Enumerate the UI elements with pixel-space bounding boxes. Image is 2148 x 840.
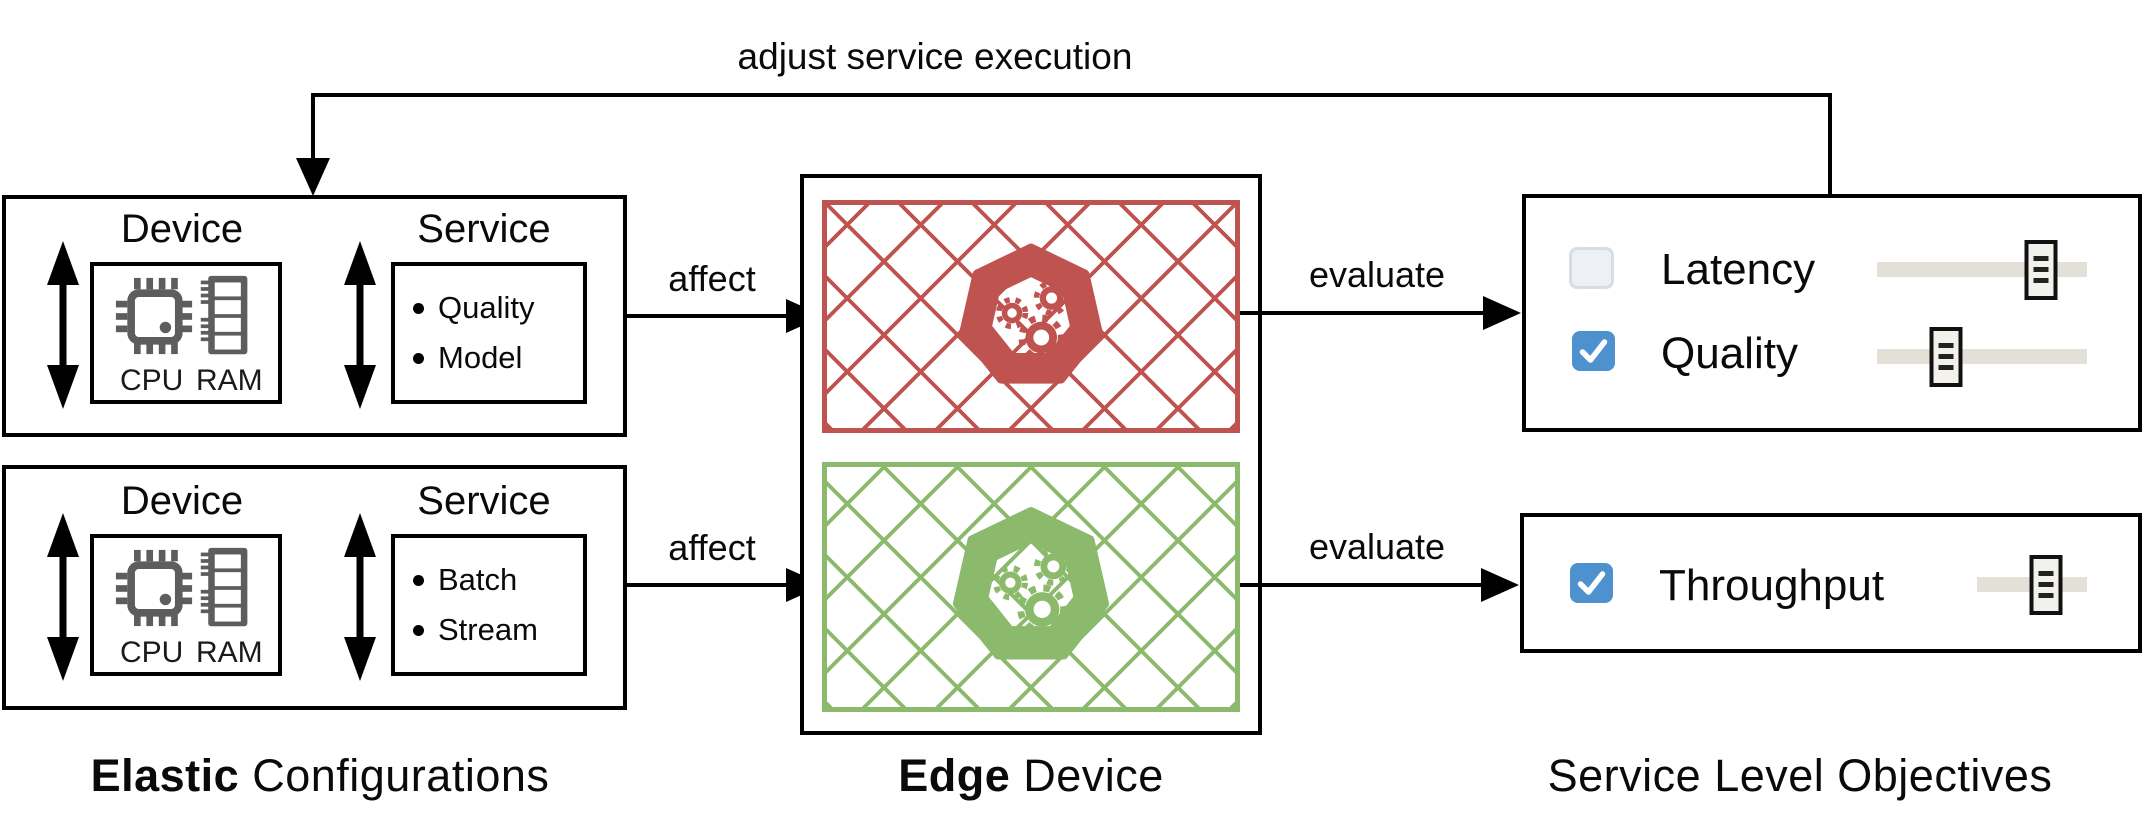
service-options-box: Quality Model: [391, 262, 587, 404]
checkmark-icon: [1572, 331, 1615, 371]
latency-checkbox[interactable]: [1569, 247, 1614, 289]
checkmark-icon: [1570, 563, 1613, 603]
service-heptagon-gears-icon: [945, 501, 1117, 673]
evaluate-label-2: evaluate: [1308, 526, 1446, 567]
service-option-label: Quality: [438, 290, 535, 325]
cpu-icon: [114, 548, 194, 628]
elastic-box-1: Device CPU RAM Service Quality Model: [2, 195, 627, 437]
ram-icon: [200, 275, 250, 357]
ram-label: RAM: [196, 364, 263, 397]
slo-caption: Service Level Objectives: [1547, 750, 2053, 801]
elastic-box-2: Device CPU RAM Service Batch Stream: [2, 465, 627, 710]
slo-box-2: Throughput: [1520, 513, 2142, 653]
cpu-label: CPU: [120, 636, 184, 669]
scale-updown-arrow-icon: [42, 511, 84, 683]
feedback-line-right: [1828, 93, 1832, 194]
evaluate-label-1: evaluate: [1308, 254, 1446, 295]
slo-box-1: Latency Quality: [1522, 194, 2142, 432]
service-option-label: Stream: [438, 612, 538, 647]
feedback-arrowhead-icon: [296, 158, 330, 196]
feedback-line-left: [311, 93, 315, 163]
service-option-label: Model: [438, 340, 523, 375]
scale-updown-arrow-icon: [339, 239, 381, 411]
service-option: Batch: [413, 562, 583, 598]
hardware-box: CPU RAM: [90, 262, 282, 404]
service-option: Model: [413, 340, 583, 376]
feedback-line-horizontal: [311, 93, 1832, 97]
throughput-checkbox[interactable]: [1570, 563, 1613, 603]
service-heptagon-gears-icon: [952, 238, 1110, 396]
evaluate-arrow-2: [1240, 583, 1486, 587]
ram-icon: [200, 547, 250, 629]
service-pod-red: [822, 200, 1240, 433]
hardware-box: CPU RAM: [90, 534, 282, 676]
affect-arrow-2: [627, 583, 789, 587]
throughput-slider-thumb[interactable]: [2029, 554, 2063, 615]
service-option-label: Batch: [438, 562, 518, 597]
quality-slider-thumb[interactable]: [1929, 326, 1963, 387]
quality-label: Quality: [1661, 329, 1798, 378]
device-section-title: Device: [120, 207, 244, 251]
ram-label: RAM: [196, 636, 263, 669]
affect-label-2: affect: [668, 527, 756, 568]
latency-label: Latency: [1661, 245, 1816, 294]
latency-slider-thumb[interactable]: [2024, 239, 2058, 300]
elastic-caption: Elastic Configurations: [90, 750, 550, 801]
evaluate-arrowhead-icon: [1481, 568, 1519, 602]
evaluate-arrowhead-icon: [1483, 296, 1521, 330]
service-section-title: Service: [417, 207, 551, 251]
affect-arrow-1: [627, 314, 789, 318]
scale-updown-arrow-icon: [339, 511, 381, 683]
throughput-label: Throughput: [1659, 561, 1885, 610]
throughput-slider[interactable]: [1977, 554, 2087, 615]
cpu-label: CPU: [120, 364, 184, 397]
feedback-label: adjust service execution: [737, 36, 1133, 77]
service-pod-green: [822, 462, 1240, 712]
quality-checkbox[interactable]: [1572, 331, 1615, 371]
service-option: Quality: [413, 290, 583, 326]
affect-label-1: affect: [668, 258, 756, 299]
device-section-title: Device: [120, 479, 244, 523]
latency-slider[interactable]: [1877, 239, 2087, 300]
quality-slider[interactable]: [1877, 326, 2087, 387]
service-option: Stream: [413, 612, 583, 648]
cpu-icon: [114, 276, 194, 356]
edge-caption: Edge Device: [898, 750, 1164, 801]
scale-updown-arrow-icon: [42, 239, 84, 411]
service-options-box: Batch Stream: [391, 534, 587, 676]
evaluate-arrow-1: [1240, 311, 1486, 315]
service-section-title: Service: [417, 479, 551, 523]
